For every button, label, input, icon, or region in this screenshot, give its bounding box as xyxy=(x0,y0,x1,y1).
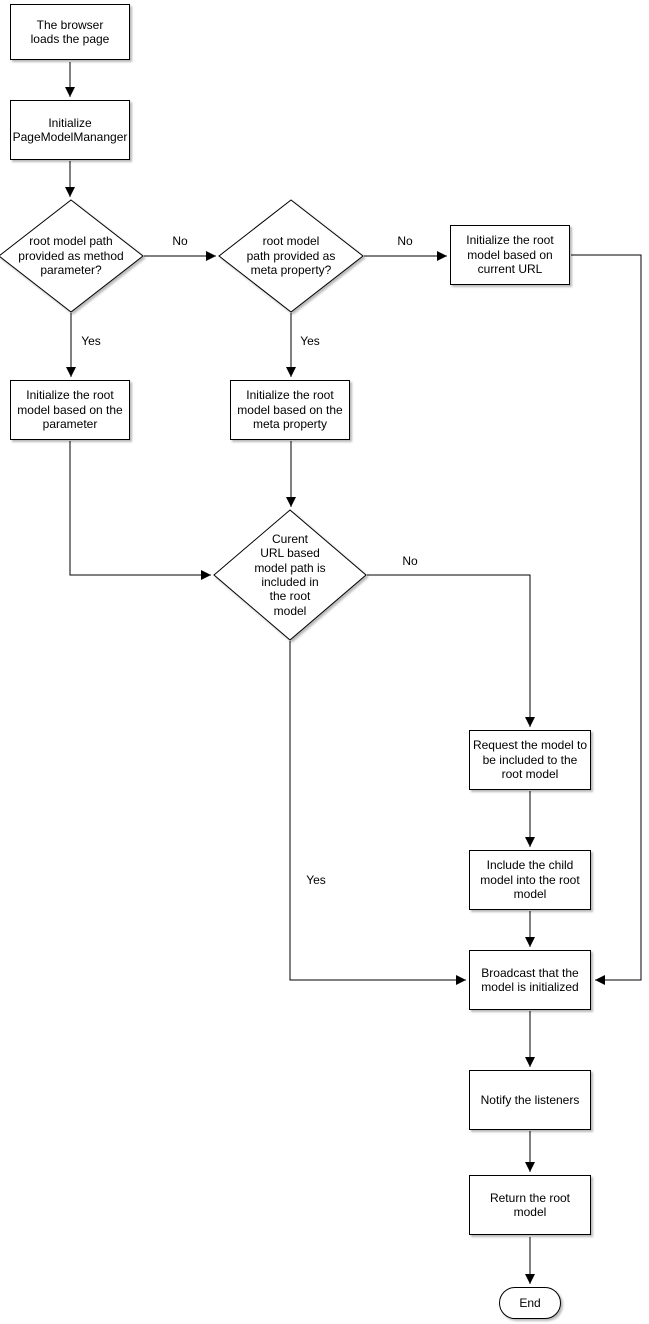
node-label: Notify the listeners xyxy=(480,1092,580,1107)
node-label: Initialize the root model based on curre… xyxy=(466,233,554,277)
edge-label-no-method-parameter: No xyxy=(168,234,192,249)
decision-diamond-model-path-included xyxy=(213,509,367,641)
node-init-current-url: Initialize the root model based on curre… xyxy=(450,225,570,285)
node-request-model: Request the model to be included to the … xyxy=(469,730,591,790)
node-browser-loads-page: The browser loads the page xyxy=(10,4,130,60)
node-label: End xyxy=(519,1295,541,1310)
node-broadcast-initialized: Broadcast that the model is initialized xyxy=(469,950,591,1010)
decision-label-model-path-included: Curent URL based model path is included … xyxy=(254,531,326,618)
node-init-page-model-manager: Initialize PageModelMananger xyxy=(10,100,130,160)
edge-init-parameter-to-decision3 xyxy=(69,441,211,580)
node-return-root-model: Return the root model xyxy=(469,1175,591,1235)
node-label: Request the model to be included to the … xyxy=(472,738,588,782)
node-init-parameter: Initialize the root model based on the p… xyxy=(10,380,130,440)
decision-label-meta-property: root model path provided as meta propert… xyxy=(246,234,336,278)
edge-label-no-meta-property: No xyxy=(393,234,417,249)
node-label: Initialize the root model based on the p… xyxy=(17,388,123,432)
node-label: Initialize PageModelMananger xyxy=(12,115,128,144)
node-init-meta-property: Initialize the root model based on the m… xyxy=(230,380,350,440)
edge-label-no-model-path-included: No xyxy=(398,554,422,569)
node-label: The browser loads the page xyxy=(30,17,110,46)
node-notify-listeners: Notify the listeners xyxy=(469,1070,591,1130)
node-label: Include the child model into the root mo… xyxy=(480,858,580,902)
decision-diamond-method-parameter xyxy=(0,199,144,313)
edge-decision3-no-to-request-model xyxy=(367,574,535,727)
node-end-terminator: End xyxy=(499,1287,561,1319)
edge-decision3-yes-to-broadcast xyxy=(289,641,466,985)
edge-init-url-to-broadcast xyxy=(571,254,642,985)
node-label: Broadcast that the model is initialized xyxy=(481,965,579,994)
node-include-child-model: Include the child model into the root mo… xyxy=(469,850,591,910)
edge-label-yes-method-parameter: Yes xyxy=(78,334,104,349)
node-label: Initialize the root model based on the m… xyxy=(237,388,343,432)
edge-label-yes-meta-property: Yes xyxy=(297,334,323,349)
node-label: Return the root model xyxy=(489,1190,571,1219)
decision-diamond-meta-property xyxy=(218,199,364,313)
decision-label-method-parameter: root model path provided as method param… xyxy=(18,234,124,278)
edge-label-yes-model-path-included: Yes xyxy=(303,873,329,888)
